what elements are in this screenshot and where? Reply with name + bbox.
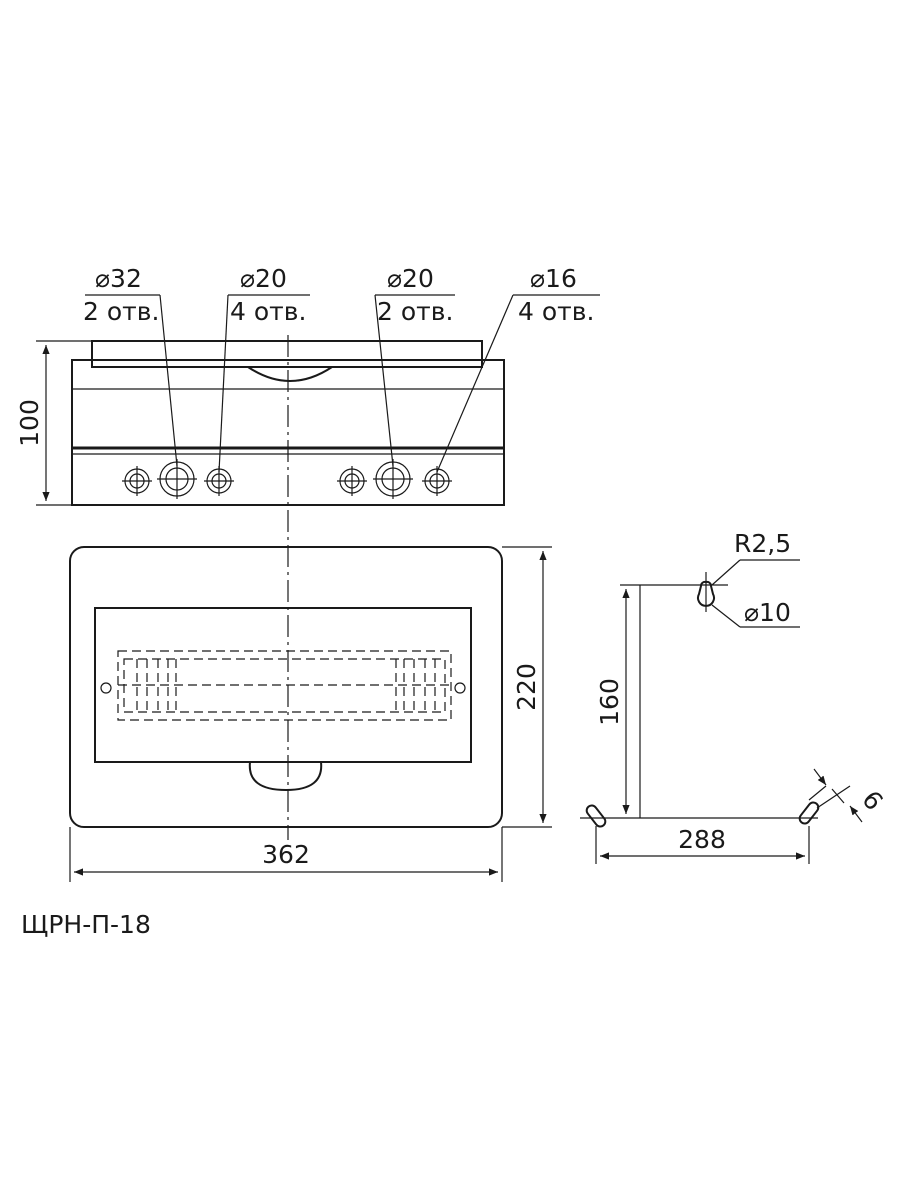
dimension-height-100: 100 (15, 340, 92, 506)
callout-20-right-diameter: ⌀20 (387, 264, 434, 293)
front-screw-right (454, 682, 466, 694)
front-view: 220 362 (69, 546, 552, 882)
slot-left (585, 804, 607, 828)
callout-20-left-count: 4 отв. (230, 297, 306, 326)
callout-32-count: 2 отв. (83, 297, 159, 326)
top-latch (247, 366, 333, 382)
dimension-height-160: 160 (595, 589, 630, 814)
front-window (94, 607, 472, 763)
model-label: ЩРН-П-18 (21, 910, 151, 939)
callout-20-left-diameter: ⌀20 (240, 264, 287, 293)
right-module-outline (395, 659, 436, 712)
dimension-362-label: 362 (262, 840, 310, 869)
slot-right (798, 801, 820, 825)
dimension-220-label: 220 (512, 663, 541, 711)
top-view: ⌀32 2 отв. ⌀20 4 отв. ⌀20 2 отв. ⌀16 4 о… (15, 264, 600, 506)
callout-32-diameter: ⌀32 (95, 264, 142, 293)
hole-16-right-2 (422, 466, 452, 496)
mounting-diagram: R2,5 ⌀10 160 6 288 (580, 529, 889, 864)
dimension-100-label: 100 (15, 399, 44, 447)
dimension-width-288: 288 (595, 825, 810, 864)
callout-leaders (85, 294, 600, 473)
dimension-slot-6: 6 (808, 768, 889, 823)
dimension-6-label: 6 (856, 785, 888, 816)
callout-16-diameter: ⌀16 (530, 264, 577, 293)
left-module-outline (136, 659, 177, 712)
hole-16-right-1 (337, 466, 367, 496)
top-lid (91, 340, 483, 368)
dimension-width-362: 362 (69, 827, 503, 882)
front-frame (69, 546, 503, 828)
callout-16-count: 4 отв. (518, 297, 594, 326)
dimension-height-220: 220 (502, 546, 552, 828)
keyhole-diameter-label: ⌀10 (744, 598, 791, 627)
front-latch (248, 761, 323, 792)
dimension-288-label: 288 (678, 825, 726, 854)
front-screw-left (100, 682, 112, 694)
knockout-holes (122, 459, 452, 499)
callout-20-right-count: 2 отв. (377, 297, 453, 326)
keyhole-radius-label: R2,5 (734, 529, 791, 558)
keyhole (620, 572, 728, 612)
dimension-160-label: 160 (595, 678, 624, 726)
hole-20-left-1 (122, 466, 152, 496)
